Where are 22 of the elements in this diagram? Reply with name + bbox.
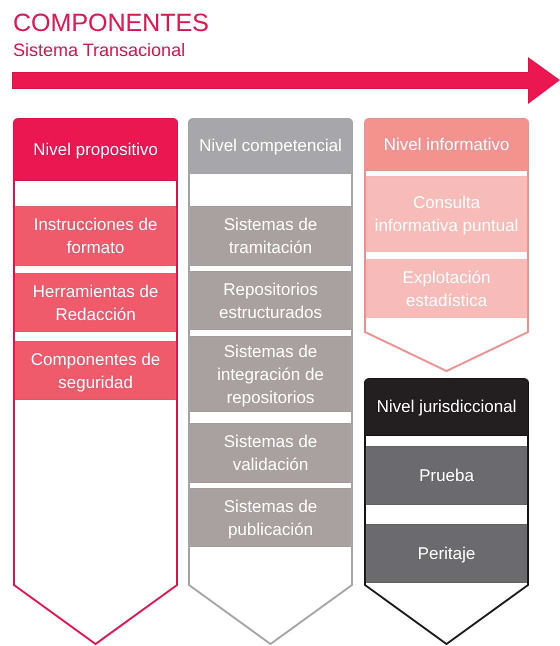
level-panel	[364, 118, 529, 372]
panel-heading: Nivel informativo	[382, 134, 510, 154]
component-box: Sistemas de integración de repositorios	[190, 336, 351, 412]
component-box: Sistemas de publicación	[190, 488, 351, 547]
panel-heading: Nivel propositivo	[32, 140, 159, 158]
component-box: Explotación estadística	[366, 259, 527, 318]
component-box: Repositorios estructurados	[190, 271, 351, 330]
level-panel	[188, 118, 353, 645]
component-box: Instrucciones de formato	[15, 206, 176, 266]
level-panel	[364, 378, 529, 645]
subtitle: Sistema Transacional	[13, 39, 186, 61]
level-panel	[13, 118, 178, 645]
component-box: Prueba	[366, 446, 527, 505]
component-box: Herramientas de Redacción	[15, 273, 176, 332]
component-box: Componentes de seguridad	[15, 341, 176, 400]
component-box: Consulta informativa puntual	[366, 176, 527, 252]
component-box: Sistemas de tramitación	[190, 206, 351, 266]
panel-heading: Nivel competencial	[198, 136, 343, 155]
component-box: Peritaje	[366, 524, 527, 583]
component-box: Sistemas de validación	[190, 423, 351, 483]
title: COMPONENTES	[13, 8, 209, 38]
panel-heading: Nivel jurisdiccional	[376, 397, 518, 416]
